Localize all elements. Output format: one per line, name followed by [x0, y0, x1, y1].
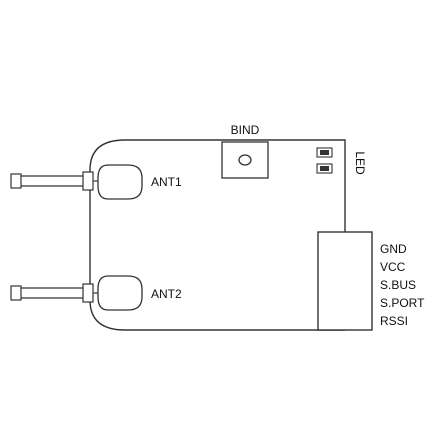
ant2-label: ANT2	[151, 287, 182, 301]
pin-label-vcc: VCC	[380, 260, 406, 274]
pin-label-sport: S.PORT	[380, 296, 425, 310]
pin-label-gnd: GND	[380, 242, 407, 256]
led-indicators	[316, 147, 333, 174]
pin-label-rssi: RSSI	[380, 314, 408, 328]
antenna-1	[10, 164, 143, 200]
bind-button	[221, 141, 269, 179]
pin-labels: GND VCC S.BUS S.PORT RSSI	[380, 242, 425, 328]
led-label: LED	[353, 151, 367, 175]
antenna-2	[10, 275, 143, 311]
pin-connector	[317, 231, 373, 331]
ant1-label: ANT1	[151, 175, 182, 189]
pin-label-sbus: S.BUS	[380, 278, 416, 292]
board-outline	[89, 139, 346, 331]
bind-label: BIND	[231, 123, 260, 137]
